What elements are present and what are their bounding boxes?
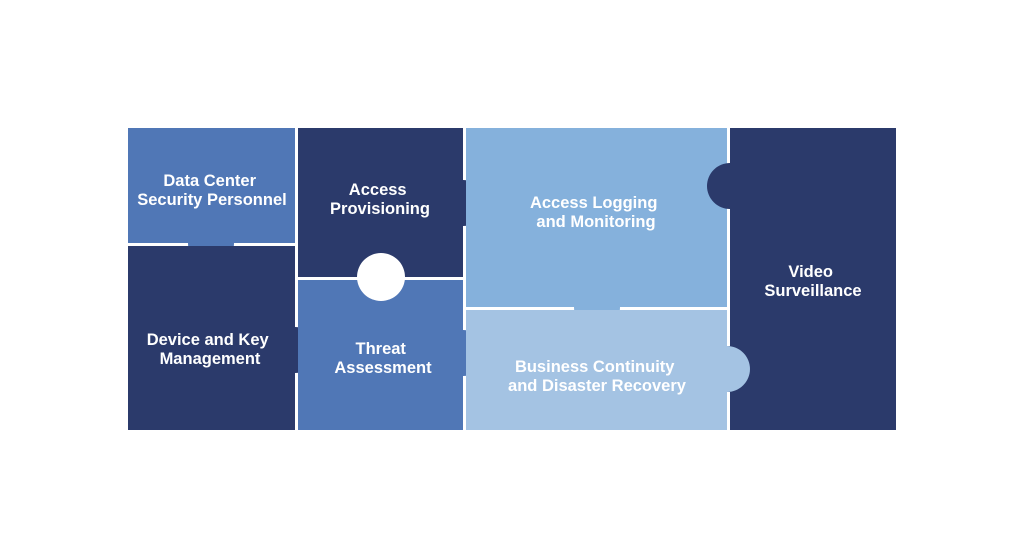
socket-cutout <box>357 253 405 301</box>
socket-cutouts <box>357 253 405 301</box>
piece-access-logging-line-1: Access Logging <box>530 194 657 212</box>
svg-text:Video Surveillance: Video Surveillance <box>764 263 861 300</box>
piece-access-logging-line-2: and Monitoring <box>536 213 655 231</box>
piece-business-continuity-line-2: and Disaster Recovery <box>508 377 687 395</box>
piece-threat-assessment: Threat Assessment <box>298 280 486 430</box>
piece-device-key-management-line-1: Device and Key <box>147 331 270 349</box>
piece-access-provisioning-line-2: Provisioning <box>330 200 430 218</box>
piece-video-surveillance-line-2: Surveillance <box>764 282 861 300</box>
piece-video-surveillance-line-1: Video <box>788 263 833 281</box>
piece-access-logging: Access Logging and Monitoring <box>466 128 727 330</box>
svg-text:Threat Assessment: Threat Assessment <box>334 340 432 377</box>
piece-business-continuity-line-1: Business Continuity <box>515 358 675 376</box>
svg-text:Data Center Security Per: Data Center Security Personnel <box>137 172 286 209</box>
piece-business-continuity: Business Continuity and Disaster Recover… <box>466 310 750 430</box>
piece-video-surveillance: Video Surveillance <box>707 128 896 430</box>
piece-device-key-management: Device and Key Management <box>128 246 318 430</box>
svg-text:Business Continuity and: Business Continuity and Disaster Recover… <box>508 358 687 395</box>
piece-threat-assessment-line-2: Assessment <box>334 359 432 377</box>
piece-device-key-management-line-2: Management <box>160 350 261 368</box>
piece-access-provisioning-line-1: Access <box>349 181 407 199</box>
piece-business-continuity-shape <box>466 310 750 430</box>
piece-security-personnel-shape <box>128 128 295 266</box>
svg-text:Access Provisioning: Access Provisioning <box>330 181 430 218</box>
piece-security-personnel-line-1: Data Center <box>163 172 256 190</box>
piece-security-personnel-line-2: Security Personnel <box>137 191 286 209</box>
piece-access-logging-shape <box>466 128 727 330</box>
piece-video-surveillance-shape <box>707 128 896 430</box>
piece-threat-assessment-shape <box>298 280 486 430</box>
piece-device-key-management-shape <box>128 246 318 430</box>
svg-text:Device and Key Managemen: Device and Key Management <box>147 331 274 368</box>
piece-access-provisioning: Access Provisioning <box>298 128 486 277</box>
svg-text:Access Logging and Monit: Access Logging and Monitoring <box>530 194 662 231</box>
piece-threat-assessment-line-1: Threat <box>355 340 406 358</box>
piece-security-personnel: Data Center Security Personnel <box>128 128 295 266</box>
piece-access-provisioning-shape <box>298 128 486 277</box>
